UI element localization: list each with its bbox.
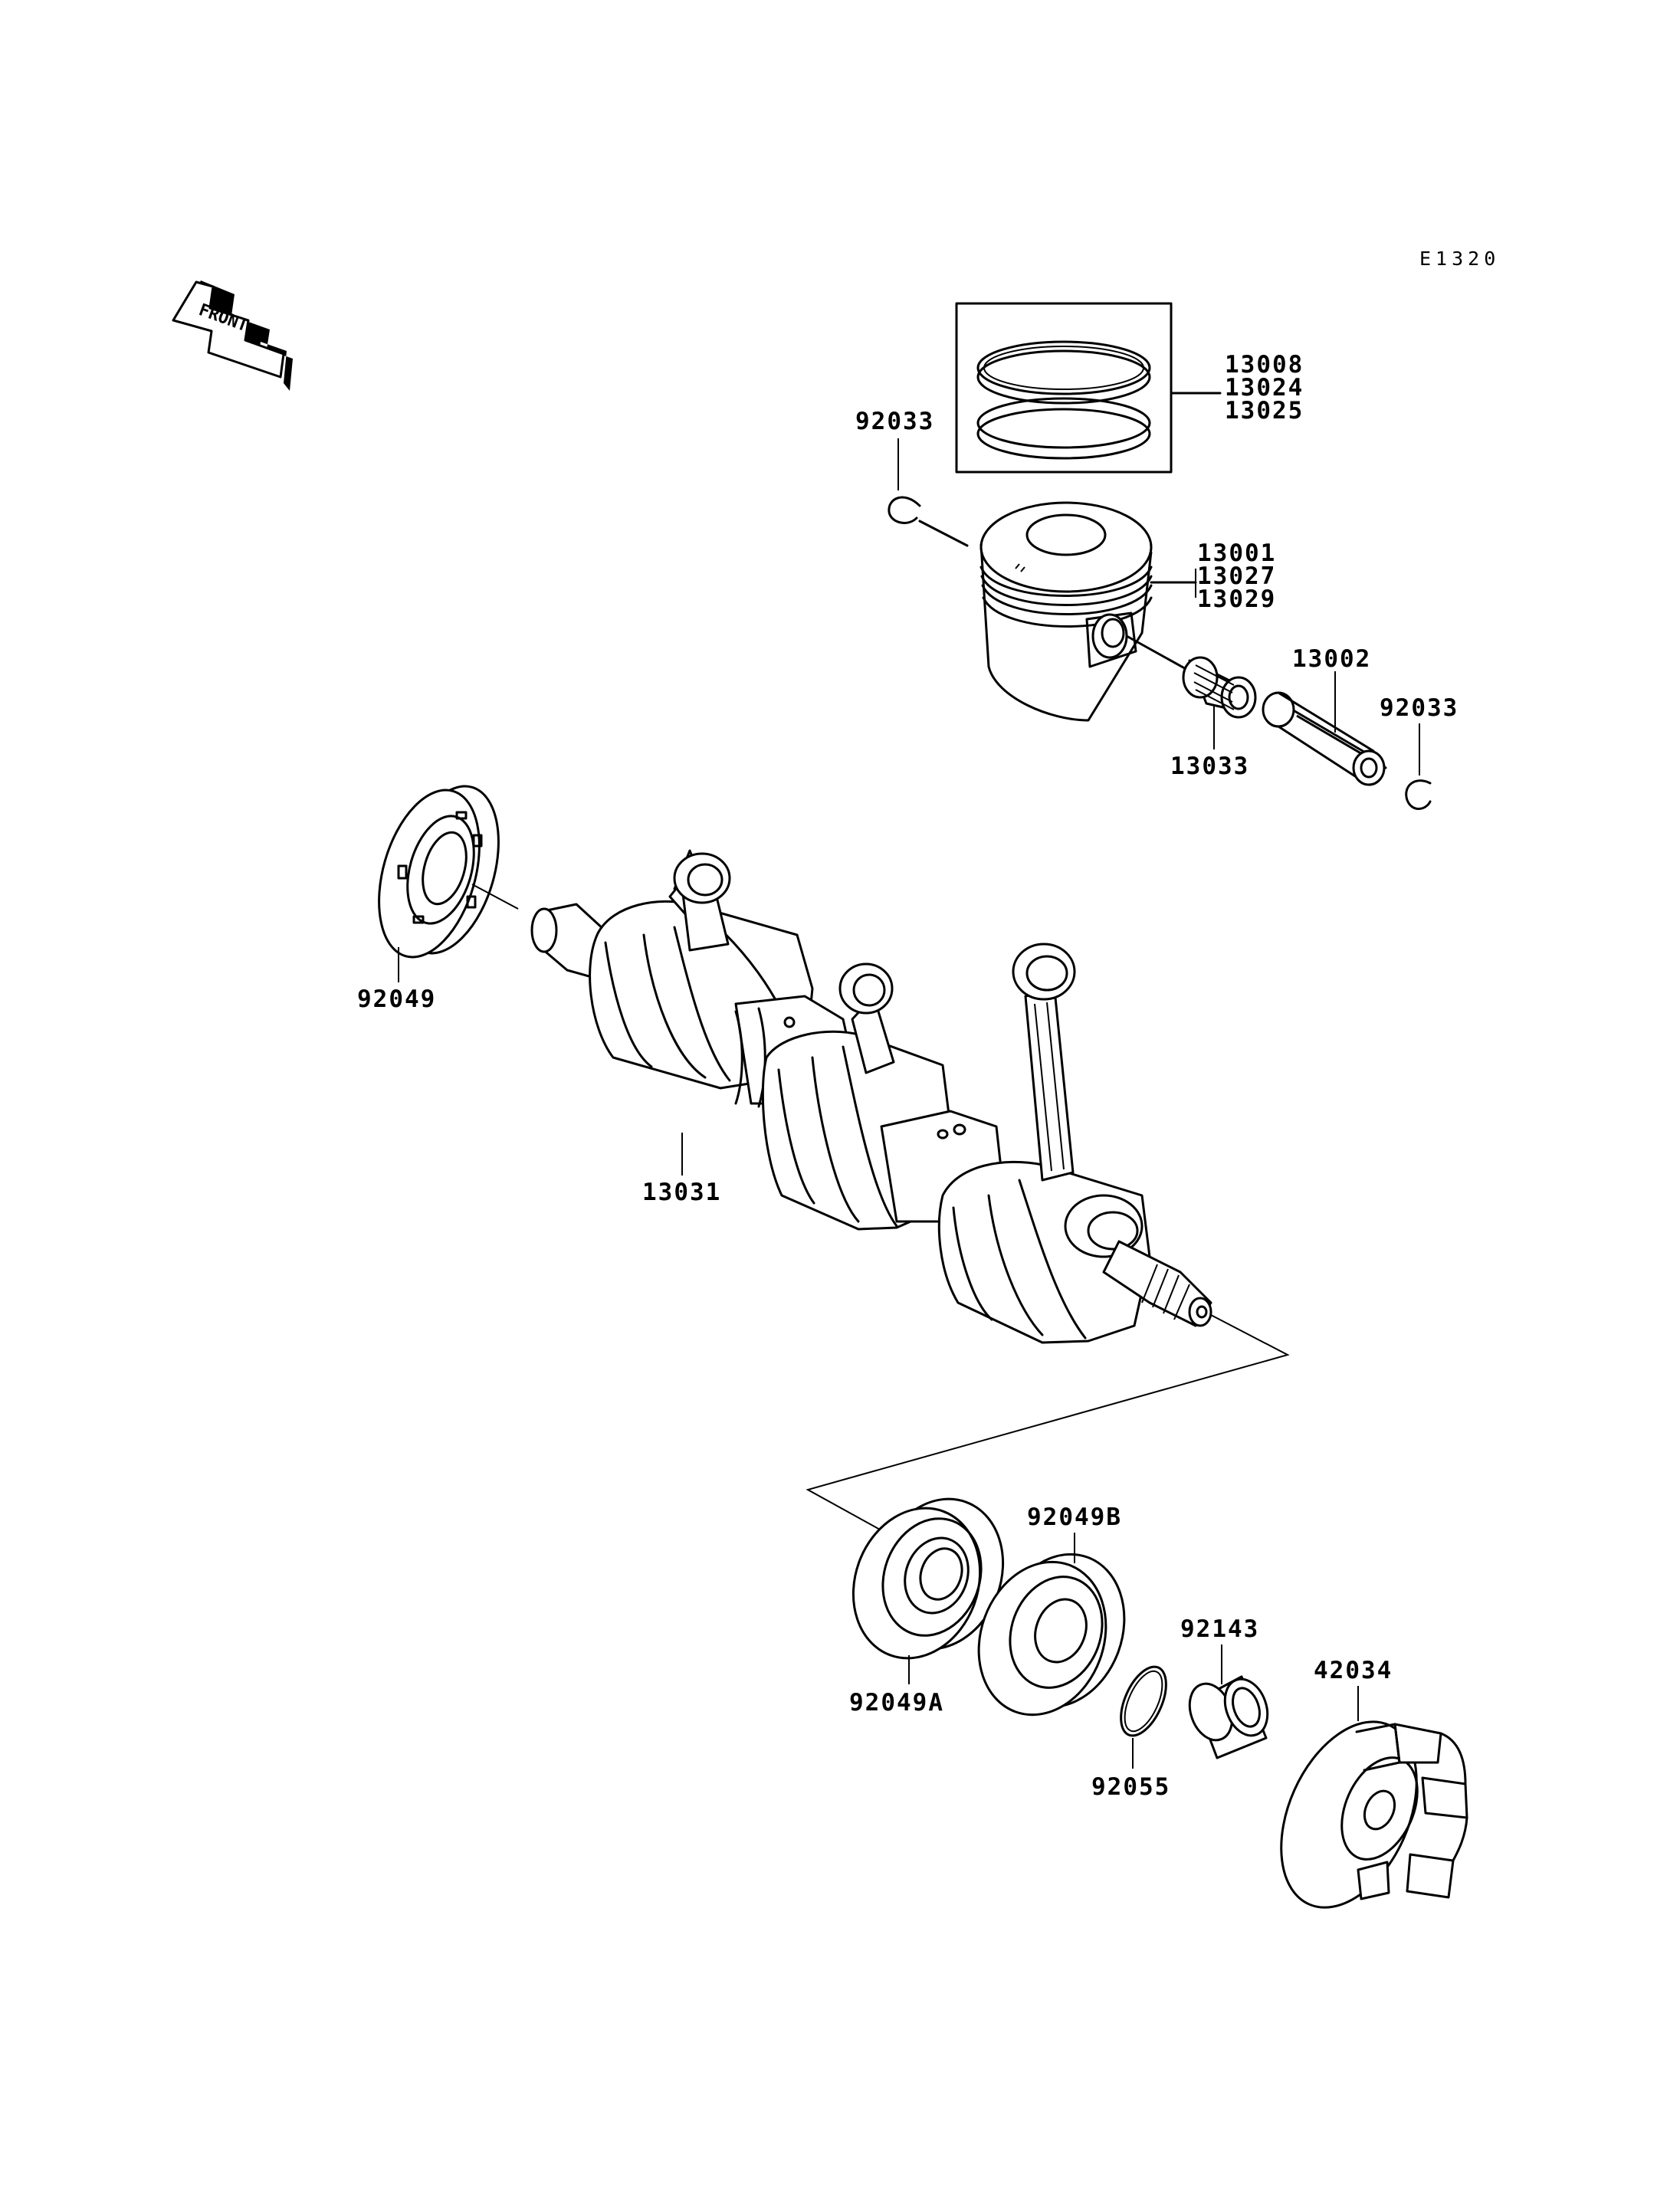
piston-rings xyxy=(955,302,1222,474)
o-ring: 92055 xyxy=(1091,1665,1170,1801)
part-number: 13025 xyxy=(1225,397,1304,425)
part-number: 13024 xyxy=(1225,374,1304,402)
part-number: 92055 xyxy=(1091,1773,1170,1801)
callout-piston: 13001 13027 13029 xyxy=(1197,539,1276,613)
front-arrow-icon: FRONT xyxy=(172,280,293,391)
diagram-code: E1320 xyxy=(1419,248,1500,270)
oil-seal-left: 92049 xyxy=(357,785,519,1013)
part-number: 13002 xyxy=(1292,645,1371,673)
part-number: 92143 xyxy=(1180,1615,1259,1643)
needle-bearing: 13033 xyxy=(1170,656,1257,780)
crankshaft: 13031 xyxy=(530,849,1290,1530)
part-number: 13008 xyxy=(1225,351,1304,379)
part-number: 92049 xyxy=(357,985,436,1013)
part-number: 92049B xyxy=(1027,1503,1122,1531)
oil-seal-a: 92049A xyxy=(849,1497,1005,1717)
part-number: 13029 xyxy=(1197,585,1276,613)
collar: 92143 xyxy=(1180,1615,1269,1759)
circlip-right: 92033 xyxy=(1380,694,1459,810)
callout-rings: 13008 13024 13025 xyxy=(1225,351,1304,425)
part-number: 13031 xyxy=(642,1179,721,1206)
oil-seal-b: 92049B xyxy=(977,1503,1126,1717)
circlip-left: 92033 xyxy=(855,408,969,547)
coupling: 42034 xyxy=(1280,1657,1468,1909)
part-number: 13033 xyxy=(1170,753,1249,780)
part-number: 92049A xyxy=(849,1689,944,1717)
part-number: 92033 xyxy=(855,408,934,435)
part-number: 13027 xyxy=(1197,562,1276,590)
part-number: 92033 xyxy=(1380,694,1459,722)
part-number: 42034 xyxy=(1314,1657,1393,1684)
piston xyxy=(979,501,1197,722)
piston-pin: 13002 xyxy=(1262,645,1387,786)
part-number: 13001 xyxy=(1197,539,1276,567)
